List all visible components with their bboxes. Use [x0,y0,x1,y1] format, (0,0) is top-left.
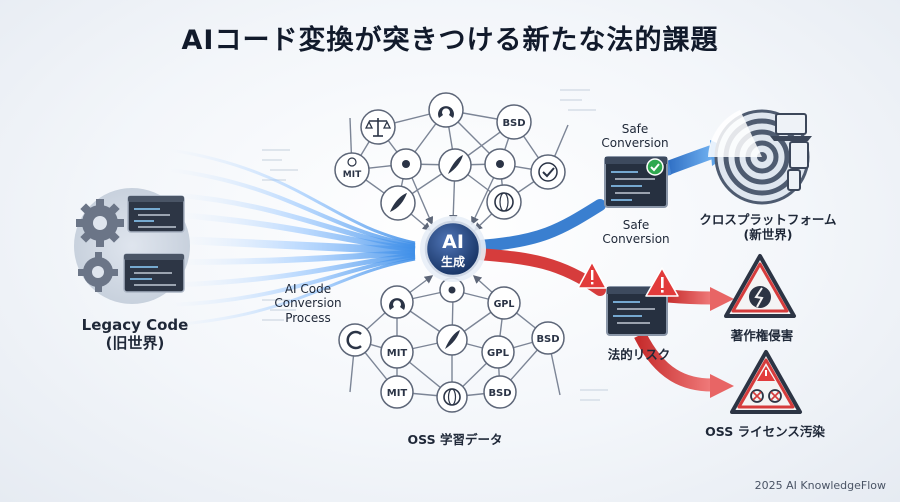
c-logo-icon [338,323,372,357]
bottom-network-nodes: GPL MIT GPL BSD MIT [338,277,565,413]
svg-text:GPL: GPL [494,299,515,310]
phone-icon [787,169,801,191]
license-node-bsd: BSD [496,104,532,140]
warning-icon [645,267,679,297]
license-node-mit: MIT [380,375,414,409]
code-window-icon [123,253,185,293]
legacy-code-label: Legacy Code (旧世界) [81,316,189,352]
safe-code-window [604,156,668,208]
svg-text:BSD: BSD [536,334,559,345]
broken-shield-icon [724,254,796,318]
tablet-icon [789,141,809,169]
conversion-beam [169,148,416,327]
warning-icon [577,261,607,289]
gear-icon [78,252,118,292]
legacy-code-cluster [74,188,190,304]
gear-icon [76,199,124,247]
license-node-bsd: BSD [531,321,565,355]
license-warning-icon [730,350,802,414]
ai-core-subtitle: 生成 [441,254,465,269]
top-network-nodes: BSD MIT [334,92,566,221]
svg-text:MIT: MIT [387,388,408,399]
svg-text:MIT: MIT [387,348,408,359]
license-node-bsd: BSD [483,375,517,409]
svg-text:GPL: GPL [487,348,510,359]
feather-icon [438,148,472,182]
safe-conversion-label-bottom: Safe Conversion [602,218,670,247]
svg-text:MIT: MIT [343,170,362,180]
oss-training-data-label: OSS 学習データ [407,432,503,447]
ai-core-title: AI [442,231,464,253]
code-window-icon [127,195,185,233]
laptop-icon [770,113,812,141]
background-code-lines [262,89,608,401]
network-node [484,148,516,180]
copyright-infringement-label: 著作権侵害 [730,328,794,343]
ai-conversion-process-label: AI Code Conversion Process [274,282,342,325]
check-icon [646,158,664,176]
oss-logo-icon [428,92,464,128]
safe-conversion-label-top: Safe Conversion [601,122,669,151]
license-node-gpl: GPL [481,335,515,369]
license-node-mit: MIT [380,335,414,369]
svg-text:BSD: BSD [488,388,511,399]
footer-credit: 2025 AI KnowledgeFlow [754,479,886,492]
feather-icon [380,185,416,221]
license-node-gpl: GPL [487,286,521,320]
network-node [390,148,422,180]
risk-code-window [606,286,668,336]
legal-risk-label: 法的リスク [607,347,671,362]
cross-platform-label: クロスプラットフォーム (新世界) [699,212,837,242]
ai-core: AI 生成 [420,216,486,282]
oss-license-contamination-label: OSS ライセンス汚染 [705,424,825,439]
feather-icon [436,324,468,356]
svg-text:BSD: BSD [502,118,525,129]
check-icon [530,154,566,190]
oss-logo-icon [380,285,414,319]
license-node-mit: MIT [334,152,370,188]
scale-icon [360,109,396,145]
globe-icon [436,381,468,413]
globe-icon [486,184,522,220]
page-title: AIコード変換が突きつける新たな法的課題 [181,25,719,56]
